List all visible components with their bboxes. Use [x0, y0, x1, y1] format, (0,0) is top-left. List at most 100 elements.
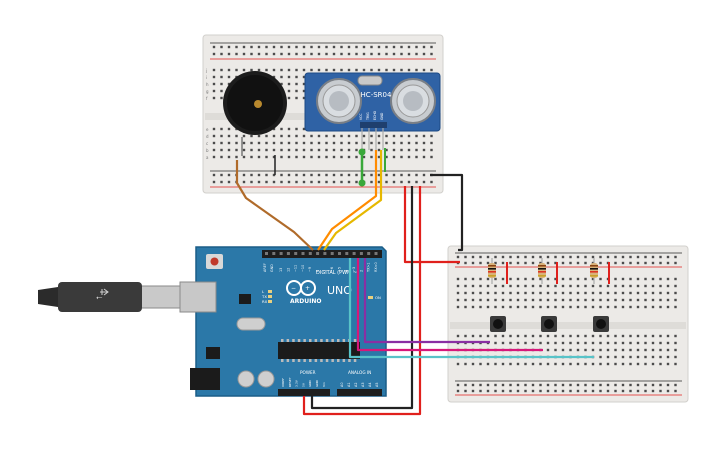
- breadboard-hole: [325, 180, 328, 184]
- breadboard-hole: [302, 68, 306, 72]
- breadboard-hole: [430, 180, 433, 184]
- header-pin: [316, 252, 320, 255]
- breadboard-hole: [370, 45, 373, 49]
- breadboard-hole: [591, 284, 595, 288]
- breadboard-hole: [471, 291, 475, 295]
- breadboard-hole: [317, 68, 321, 72]
- breadboard-hole: [644, 383, 647, 387]
- breadboard-hole: [576, 284, 580, 288]
- breadboard-hole: [235, 155, 238, 159]
- breadboard-hole: [392, 45, 396, 49]
- chip-pin: [309, 359, 312, 362]
- breadboard-hole: [599, 255, 602, 259]
- breadboard-hole: [509, 277, 512, 281]
- breadboard-hole: [415, 148, 418, 152]
- breadboard-hole: [464, 298, 467, 302]
- breadboard-hole: [340, 134, 343, 138]
- breadboard-hole: [539, 291, 542, 295]
- breadboard-hole: [377, 155, 381, 159]
- digital-pin-label: ~6: [330, 267, 334, 272]
- breadboard-hole: [591, 341, 595, 345]
- breadboard-hole: [212, 155, 216, 159]
- breadboard-hole: [524, 298, 527, 302]
- breadboard-hole: [554, 284, 557, 288]
- breadboard-hole: [561, 348, 565, 352]
- breadboard-hole: [509, 383, 512, 387]
- breadboard-hole: [614, 355, 617, 359]
- breadboard-hole: [531, 389, 535, 393]
- breadboard-hole: [674, 298, 677, 302]
- breadboard-hole: [310, 68, 313, 72]
- breadboard-hole: [464, 277, 467, 281]
- breadboard-hole: [569, 298, 572, 302]
- breadboard-hole: [606, 389, 610, 393]
- breadboard-hole: [606, 334, 610, 338]
- sensor-pin-label: ECHO: [373, 110, 377, 120]
- breadboard-hole: [407, 134, 411, 138]
- breadboard-hole: [220, 89, 223, 93]
- breadboard-hole: [392, 52, 396, 56]
- breadboard-hole: [636, 284, 640, 288]
- breadboard-hole: [644, 284, 647, 288]
- breadboard-hole: [347, 141, 351, 145]
- breadboard-hole: [546, 261, 550, 265]
- top-row-letters: j i h g f e d c b a: [205, 68, 209, 160]
- breadboard-hole: [666, 277, 670, 281]
- analog-header-label: ANALOG IN: [348, 370, 371, 375]
- breadboard-hole: [524, 261, 527, 265]
- chip-pin: [286, 339, 290, 342]
- breadboard-hole: [494, 284, 497, 288]
- breadboard-hole: [486, 261, 490, 265]
- breadboard-hole: [479, 334, 482, 338]
- chip-pin: [314, 359, 318, 362]
- breadboard-hole: [295, 134, 298, 138]
- sensor-pin-label: TRIG: [366, 112, 370, 121]
- header-pin: [323, 252, 327, 255]
- breadboard-hole: [516, 261, 520, 265]
- digital-pin-label: TX>1: [367, 263, 371, 273]
- breadboard-hole: [332, 148, 336, 152]
- breadboard-hole: [614, 277, 617, 281]
- breadboard-hole: [295, 89, 298, 93]
- breadboard-hole: [325, 141, 328, 145]
- breadboard-hole: [340, 45, 343, 49]
- breadboard-hole: [257, 180, 261, 184]
- breadboard-hole: [554, 298, 557, 302]
- breadboard-hole: [471, 261, 475, 265]
- breadboard-hole: [377, 148, 381, 152]
- breadboard-hole: [516, 305, 520, 309]
- breadboard-hole: [501, 305, 505, 309]
- breadboard-hole: [422, 148, 426, 152]
- pushbutton: [541, 316, 557, 332]
- resistors: [488, 258, 598, 284]
- breadboard-hole: [531, 305, 535, 309]
- breadboard-hole: [494, 277, 497, 281]
- breadboard-hole: [340, 141, 343, 145]
- breadboard-hole: [516, 291, 520, 295]
- breadboard-hole: [272, 52, 276, 56]
- chip-pin: [292, 359, 295, 362]
- breadboard-hole: [415, 68, 418, 72]
- breadboard-hole: [280, 127, 283, 131]
- breadboard-hole: [546, 383, 550, 387]
- breadboard-hole: [212, 68, 216, 72]
- digital-pin-label: ~5: [337, 267, 341, 272]
- breadboard-hole: [509, 255, 512, 259]
- breadboard-hole: [250, 52, 253, 56]
- wire-orange: [317, 150, 378, 251]
- atmega-chip-pins: [281, 339, 357, 362]
- digital-pin-label: RX<0: [374, 262, 378, 272]
- breadboard-hole: [355, 173, 358, 177]
- breadboard-hole: [516, 284, 520, 288]
- breadboard-hole: [659, 305, 662, 309]
- breadboard-hole: [621, 305, 625, 309]
- breadboard-hole: [464, 261, 467, 265]
- breadboard-hole: [235, 52, 238, 56]
- header-pin: [301, 252, 305, 255]
- breadboard-hole: [464, 305, 467, 309]
- breadboard-hole: [287, 141, 291, 145]
- red-jumpers: [506, 262, 610, 284]
- breadboard-hole: [385, 52, 388, 56]
- breadboard-hole: [629, 383, 632, 387]
- breadboard-hole: [362, 68, 366, 72]
